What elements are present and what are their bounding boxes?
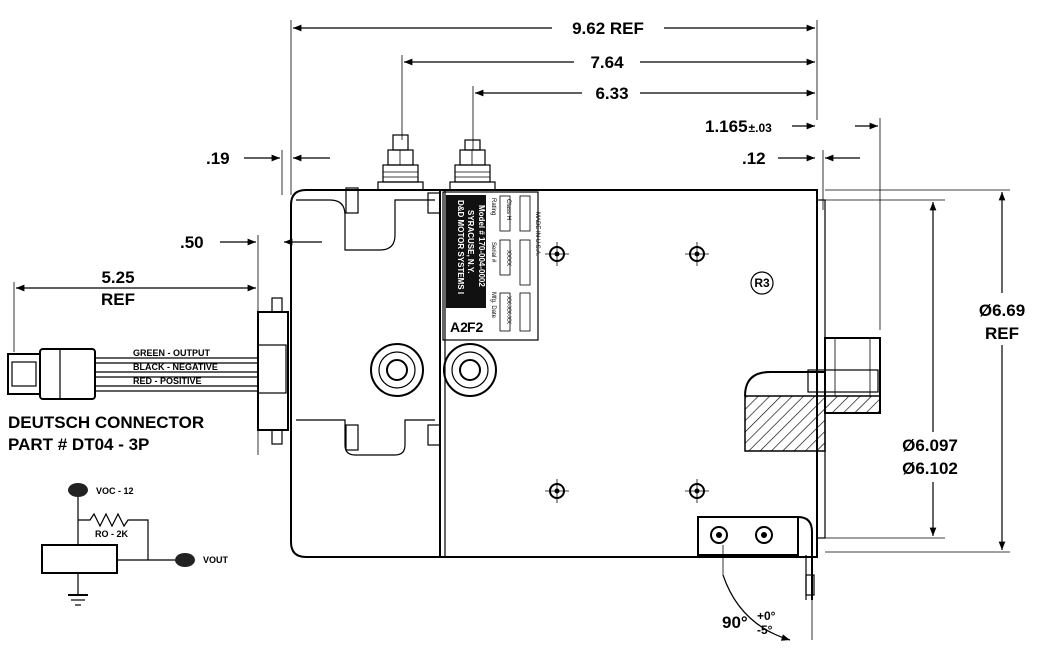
sensor-schematic: VOC - 12 RO - 2K VOUT: [41, 483, 229, 606]
dim-lead-a-text: 5.25: [101, 268, 134, 287]
label-mfg: Mfg. Date: [490, 292, 496, 319]
label-rating: Rating: [490, 198, 496, 215]
connector-line1: DEUTSCH CONNECTOR: [8, 413, 204, 432]
dim-lead-b-text: REF: [101, 290, 135, 309]
r3-callout: R3: [750, 271, 774, 295]
label-serial: Serial #: [490, 242, 496, 263]
connector-line2: PART # DT04 - 3P: [8, 435, 149, 454]
angle-annotation: 90° +0° -5°: [722, 545, 813, 641]
motor-body: [290, 187, 826, 558]
dim-outer-b-text: REF: [985, 324, 1019, 343]
dimension-pilot: .12: [742, 149, 860, 210]
angle-tol-minus: -5°: [757, 623, 773, 637]
dimension-overall-length: 9.62 REF: [290, 19, 818, 195]
label-mfg-value: XX-XX-XX: [505, 296, 511, 324]
dimension-pilot-diameter: Ø6.097 Ø6.102: [825, 199, 978, 539]
dim-terminal-2-text: 6.33: [595, 84, 628, 103]
dimension-terminal-2: 6.33: [472, 84, 815, 150]
terminal-stud-1: [377, 134, 424, 191]
output-shaft: [744, 337, 881, 452]
brush-wear-bracket: [697, 516, 815, 600]
dimension-terminal-1: 7.64: [401, 53, 815, 140]
dim-overall-text: 9.62 REF: [572, 19, 644, 38]
label-company: D&D MOTOR SYSTEMS I: [456, 200, 465, 294]
schematic-vout: VOUT: [203, 555, 229, 565]
wire-green-label: GREEN - OUTPUT: [133, 348, 211, 358]
wire-harness: GREEN - OUTPUT BLACK - NEGATIVE RED - PO…: [95, 297, 289, 445]
dim-shaft-ext-text: 1.165±.03: [705, 117, 772, 136]
angle-text: 90°: [722, 613, 748, 632]
dim-terminal-1-text: 7.64: [590, 53, 624, 72]
label-f2: F2: [467, 319, 484, 335]
label-rating-value: Class H: [505, 199, 511, 220]
dimension-shaft-extension: 1.165±.03: [705, 117, 881, 330]
nameplate-label: D&D MOTOR SYSTEMS I SYRACUSE, N.Y. Model…: [442, 191, 540, 341]
wire-black-label: BLACK - NEGATIVE: [133, 362, 218, 372]
schematic-voc: VOC - 12: [96, 486, 134, 496]
dim-pilot-a-text: Ø6.097: [902, 436, 958, 455]
label-serial-value: XXXX: [505, 250, 511, 266]
mounting-holes: [545, 242, 709, 503]
wire-red-label: RED - POSITIVE: [133, 376, 202, 386]
bearing-boss-rear: [370, 343, 424, 397]
label-made-in: MADE IN U.S.A.: [534, 212, 540, 256]
dim-pilot-b-text: Ø6.102: [902, 459, 958, 478]
deutsch-connector: DEUTSCH CONNECTOR PART # DT04 - 3P: [7, 348, 204, 454]
terminal-stud-2: [449, 139, 496, 191]
dim-050-text: .50: [180, 233, 204, 252]
bearing-boss-brush: [443, 343, 497, 397]
dim-019-text: .19: [206, 149, 230, 168]
dim-pilot-text: .12: [742, 149, 766, 168]
label-a2: A2: [450, 319, 468, 335]
dimension-outer-diameter: Ø6.69 REF: [825, 189, 1038, 553]
dimension-019: .19: [206, 149, 330, 195]
angle-tol-plus: +0°: [757, 609, 776, 623]
label-city: SYRACUSE, N.Y.: [466, 210, 475, 274]
dim-outer-a-text: Ø6.69: [979, 301, 1025, 320]
label-model: Model # 170-004-0002: [477, 205, 486, 287]
schematic-ro: RO - 2K: [95, 529, 129, 539]
dimension-lead-length: 5.25 REF: [13, 268, 256, 352]
r3-text: R3: [754, 276, 770, 290]
